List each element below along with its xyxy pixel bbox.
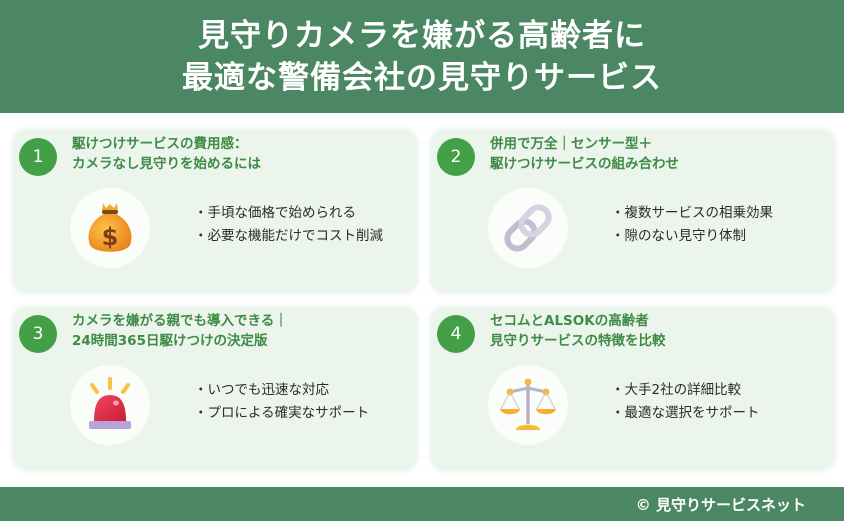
bullet-item: 最適な選択をサポート: [611, 402, 760, 425]
copyright-text: © 見守りサービスネット: [635, 496, 806, 514]
bullet-list: いつでも迅速な対応 プロによる確実なサポート: [194, 379, 370, 425]
bullet-item: 大手2社の詳細比較: [611, 379, 760, 402]
card-title: セコムとALSOKの高齢者 見守りサービスの特徴を比較: [490, 313, 666, 349]
card-title: 駆けつけサービスの費用感： カメラなし見守りを始めるには: [72, 136, 261, 172]
number-badge: 1: [19, 138, 57, 176]
card-1: 1 駆けつけサービスの費用感： カメラなし見守りを始めるには $ 手頃な価格で始…: [13, 130, 417, 293]
page-title-line-1: 見守りカメラを嫌がる高齢者に: [198, 17, 646, 54]
siren-light-icon: [70, 365, 150, 445]
card-2: 2 併用で万全｜センサー型＋ 駆けつけサービスの組み合わせ 複数サービスの相乗効…: [431, 130, 835, 293]
number-badge: 4: [437, 315, 475, 353]
number-badge: 2: [437, 138, 475, 176]
card-title: 併用で万全｜センサー型＋ 駆けつけサービスの組み合わせ: [490, 136, 679, 172]
bullet-item: 手頃な価格で始められる: [194, 202, 383, 225]
page-title-line-2: 最適な警備会社の見守りサービス: [182, 59, 662, 96]
page-footer: © 見守りサービスネット: [0, 487, 844, 521]
card-3: 3 カメラを嫌がる親でも導入できる｜ 24時間365日駆けつけの決定版 いつでも…: [13, 307, 417, 470]
card-4: 4 セコムとALSOKの高齢者 見守りサービスの特徴を比較 大手2社の詳細比較 …: [431, 307, 835, 470]
svg-text:$: $: [102, 223, 119, 251]
chain-link-icon: [488, 188, 568, 268]
page-header: 見守りカメラを嫌がる高齢者に 最適な警備会社の見守りサービス: [0, 0, 844, 113]
bullet-list: 手頃な価格で始められる 必要な機能だけでコスト削減: [194, 202, 384, 248]
number-badge: 3: [19, 315, 57, 353]
money-bag-icon: $: [70, 188, 150, 268]
card-title: カメラを嫌がる親でも導入できる｜ 24時間365日駆けつけの決定版: [72, 313, 288, 349]
bullet-item: いつでも迅速な対応: [194, 379, 369, 402]
balance-scale-icon: [488, 365, 568, 445]
bullet-item: 隙のない見守り体制: [611, 225, 773, 248]
bullet-item: 必要な機能だけでコスト削減: [194, 225, 384, 248]
bullet-item: 複数サービスの相乗効果: [611, 202, 774, 225]
bullet-list: 複数サービスの相乗効果 隙のない見守り体制: [611, 202, 774, 248]
bullet-list: 大手2社の詳細比較 最適な選択をサポート: [611, 379, 760, 425]
bullet-item: プロによる確実なサポート: [194, 402, 370, 425]
